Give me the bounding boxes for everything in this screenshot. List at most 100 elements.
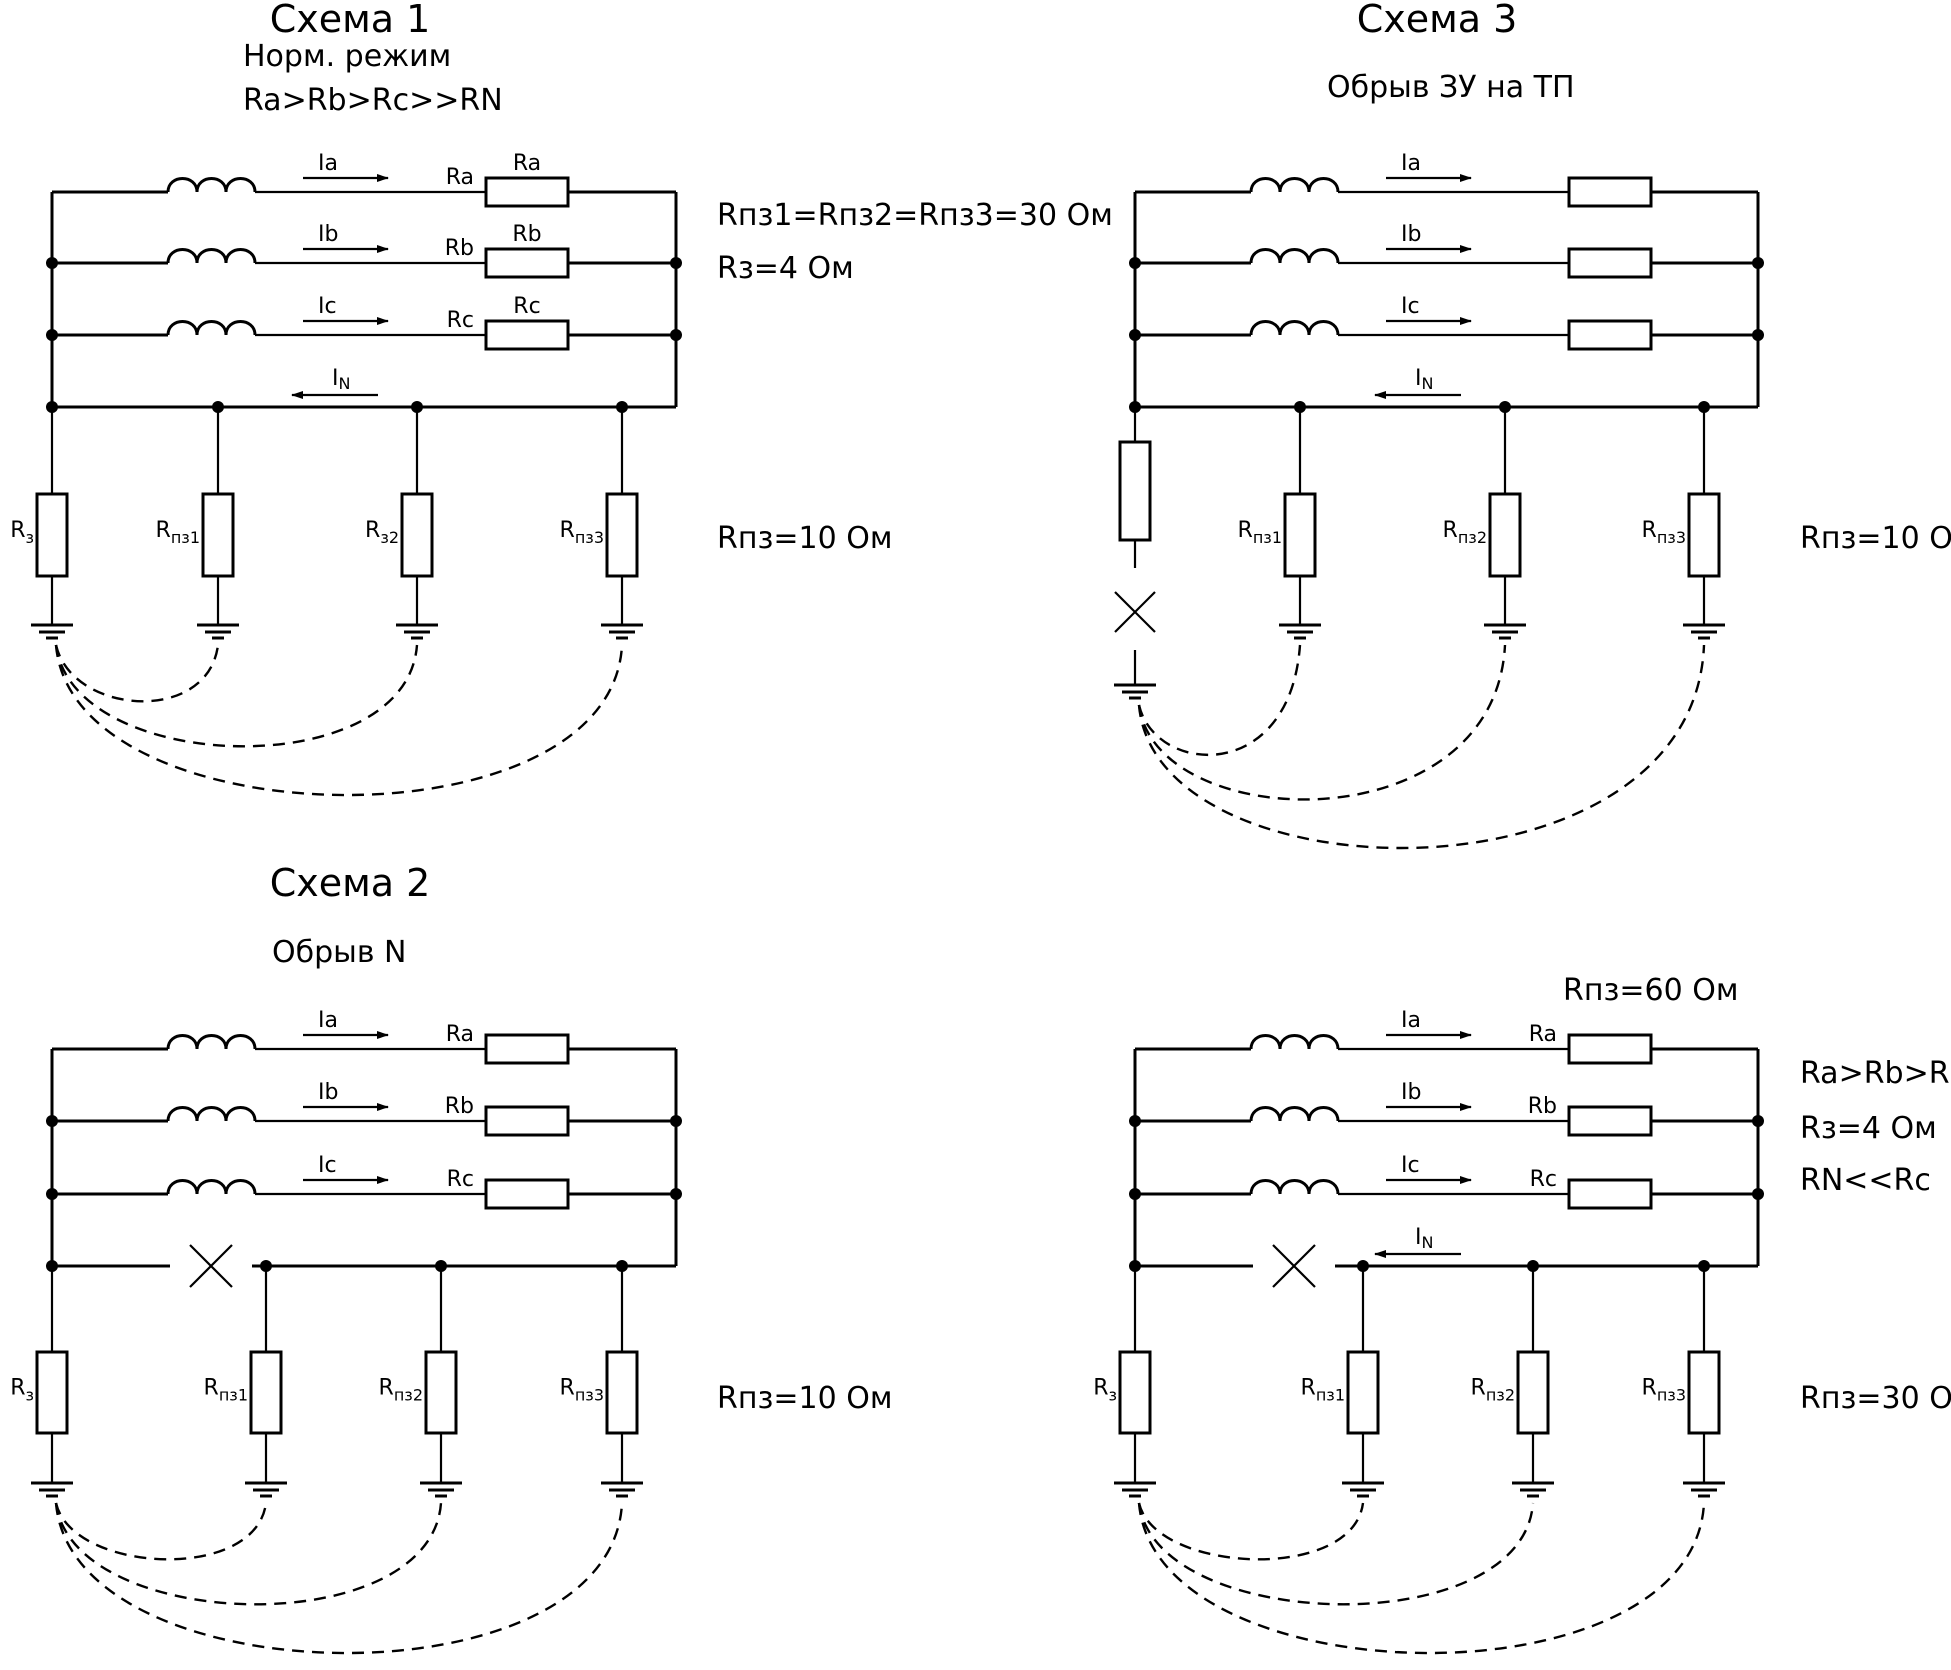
current-label: Ib xyxy=(318,222,338,247)
ground-branch-3: Rпз2 xyxy=(1443,401,1526,640)
ground-branch-2: Rпз1 xyxy=(1238,401,1321,640)
ground-branch-1: Rз xyxy=(10,1260,73,1498)
phase-resistor xyxy=(484,1178,570,1210)
return-current-path xyxy=(1137,644,1706,850)
phase-resistor-label-above: Rb xyxy=(512,222,541,247)
ground-resistor xyxy=(605,1350,639,1435)
ground-icon xyxy=(1683,1481,1725,1498)
current-label: Ic xyxy=(1401,1153,1420,1178)
ground-resistor-label: Rпз1 xyxy=(156,518,200,547)
neutral-line: IN xyxy=(52,366,676,409)
ground-branch-3: Rпз2 xyxy=(1471,1260,1554,1498)
ground-icon xyxy=(601,1481,643,1498)
current-label: Ib xyxy=(1401,1080,1421,1105)
ground-resistance-note: Rпз=10 Ом xyxy=(1800,521,1951,556)
scheme-subtitle: Обрыв N xyxy=(272,935,407,970)
junction-dot xyxy=(1752,1115,1764,1127)
ground-icon xyxy=(31,1481,73,1498)
break-cross-icon xyxy=(189,1244,233,1288)
ground-branch-4: Rпз3 xyxy=(560,1260,643,1498)
ground-resistor-label: Rпз1 xyxy=(204,1376,248,1405)
phase-resistor xyxy=(1567,176,1653,208)
phase-resistor xyxy=(484,1105,570,1137)
ground-branch-2: Rпз1 xyxy=(204,1260,287,1498)
ground-resistor xyxy=(1118,440,1152,542)
junction-dot xyxy=(1752,329,1764,341)
junction-dot xyxy=(1129,1115,1141,1127)
ground-resistor xyxy=(1346,1350,1380,1435)
ground-resistor xyxy=(424,1350,458,1435)
ground-resistor xyxy=(201,492,235,578)
ground-branch-4: Rпз3 xyxy=(1642,1260,1725,1498)
ground-resistor xyxy=(1283,492,1317,578)
inductor-coil xyxy=(1249,1034,1340,1050)
ground-resistor xyxy=(35,492,69,578)
phase-resistor xyxy=(1567,1178,1653,1210)
ground-branch-2: Rпз1 xyxy=(156,401,239,640)
inductor-coil xyxy=(166,320,257,336)
phase-line-c: Ic xyxy=(1129,294,1764,351)
ground-branch-4: Rпз3 xyxy=(1642,401,1725,640)
ground-resistor-label: Rз2 xyxy=(365,518,399,547)
phase-resistor-label: Ra xyxy=(446,165,474,190)
current-label: Ic xyxy=(1401,294,1420,319)
ground-icon xyxy=(245,1481,287,1498)
current-label: Ia xyxy=(1401,151,1421,176)
inductor-coil xyxy=(1249,1179,1340,1195)
ground-resistor xyxy=(249,1350,283,1435)
ground-icon xyxy=(601,623,643,640)
inductor-coil xyxy=(1249,320,1340,336)
ground-icon xyxy=(1114,683,1156,700)
phase-line-a: Ia xyxy=(1135,151,1758,208)
break-cross-icon xyxy=(1114,591,1156,633)
ground-icon xyxy=(1683,623,1725,640)
scheme-title: Схема 2 xyxy=(270,861,431,905)
ground-branch-1: Rз xyxy=(1093,1260,1156,1498)
neutral-line xyxy=(52,1244,676,1288)
ground-icon xyxy=(31,623,73,640)
junction-dot xyxy=(46,1115,58,1127)
ground-resistor xyxy=(605,492,639,578)
scheme-title: Схема 1 xyxy=(270,0,431,41)
neutral-current-label: IN xyxy=(332,366,350,393)
ground-branch-3: Rпз2 xyxy=(379,1260,462,1498)
ground-resistor xyxy=(35,1350,69,1435)
phase-resistor xyxy=(484,176,570,208)
ground-resistor-label: Rпз3 xyxy=(560,518,604,547)
current-label: Ia xyxy=(318,151,338,176)
inductor-coil xyxy=(166,248,257,264)
current-label: Ib xyxy=(318,1080,338,1105)
junction-dot xyxy=(1129,329,1141,341)
ground-icon xyxy=(1512,1481,1554,1498)
return-current-path xyxy=(1137,644,1302,756)
phase-resistor xyxy=(484,1033,570,1065)
phase-resistor xyxy=(1567,247,1653,279)
inductor-coil xyxy=(1249,1106,1340,1122)
junction-dot xyxy=(1129,1188,1141,1200)
ground-resistor-label: Rз xyxy=(1093,1376,1117,1405)
inductor-coil xyxy=(166,1034,257,1050)
neutral-current-label: IN xyxy=(1415,1225,1433,1252)
ground-icon xyxy=(1342,1481,1384,1498)
ground-resistor xyxy=(1488,492,1522,578)
ground-resistance-note: Rпз=10 Ом xyxy=(717,1381,893,1416)
ground-resistor-label: Rпз2 xyxy=(1471,1376,1515,1405)
return-current-path xyxy=(54,1502,443,1606)
junction-dot xyxy=(670,1188,682,1200)
ground-resistor-label: Rпз3 xyxy=(1642,1376,1686,1405)
junction-dot xyxy=(670,1115,682,1127)
return-current-path xyxy=(54,644,419,748)
junction-dot xyxy=(1129,257,1141,269)
return-current-path xyxy=(54,1502,268,1561)
ground-branch-1 xyxy=(1114,401,1156,700)
return-current-path xyxy=(54,1502,624,1655)
ground-icon xyxy=(1279,623,1321,640)
